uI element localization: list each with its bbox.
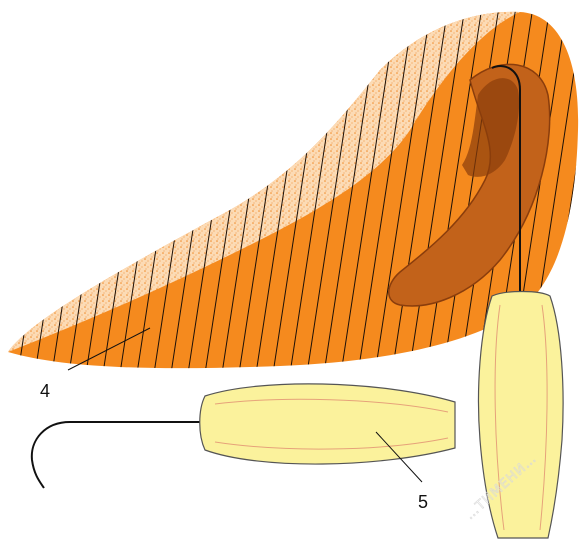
label-5: 5 [418,492,428,512]
handle-horizontal [200,384,455,464]
hook-wire-horizontal [32,422,205,488]
label-4: 4 [40,381,50,401]
hook-tool-horizontal [32,384,455,488]
